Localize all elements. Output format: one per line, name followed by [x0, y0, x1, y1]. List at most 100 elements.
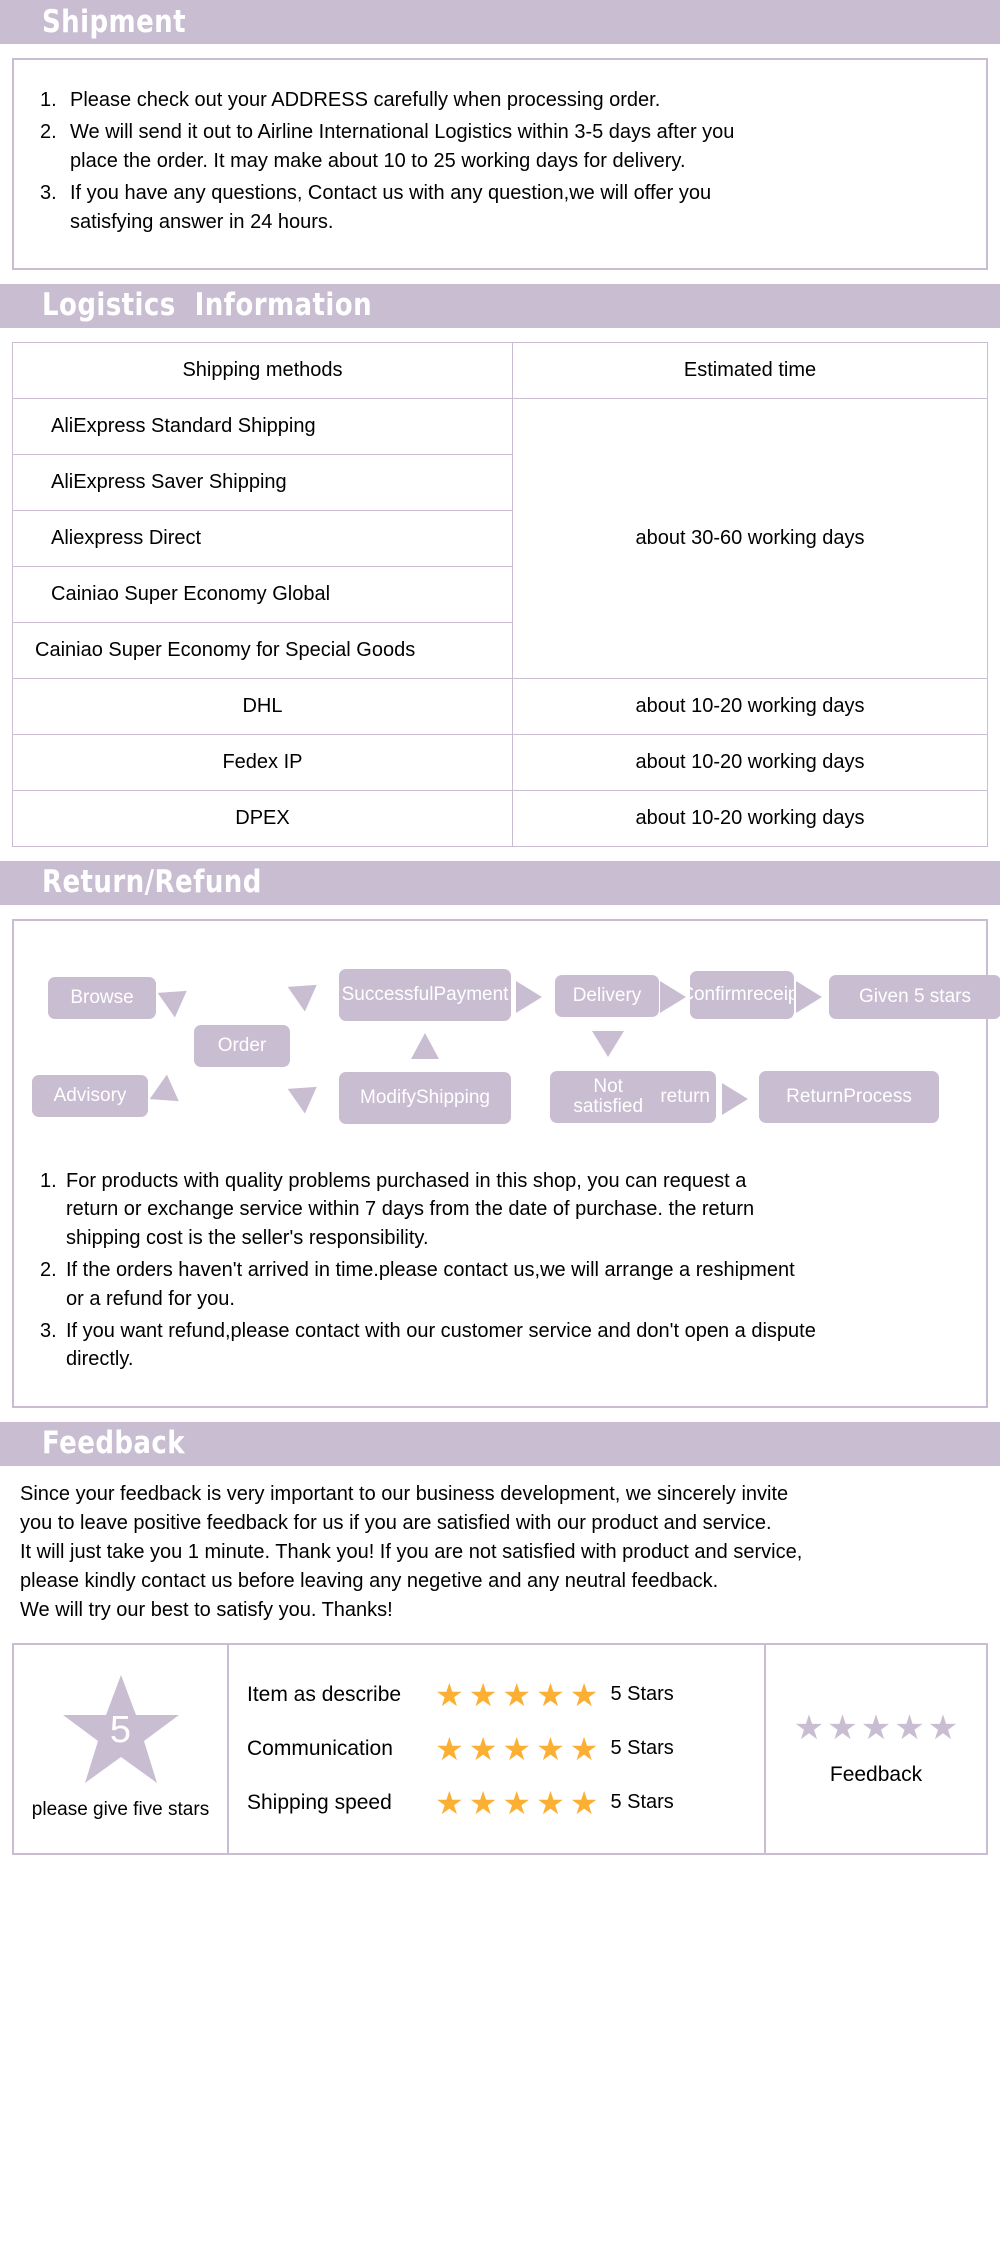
note-number: 1. — [40, 89, 57, 111]
arrow-advisory-to-order-icon — [149, 1074, 188, 1114]
rating-count: 5 Stars — [610, 1737, 674, 1760]
shipment-panel: 1.Please check out your ADDRESS carefull… — [12, 58, 988, 270]
star-icon[interactable]: ★ — [435, 1730, 464, 1767]
star-icon[interactable]: ★ — [468, 1784, 498, 1821]
return-notes-list: 1.For products with quality problems pur… — [14, 1141, 986, 1406]
arrow-browse-to-order-icon — [157, 978, 196, 1018]
arrow-confirm-to-stars-icon — [796, 980, 822, 1013]
rating-stars[interactable]: ★★★★★ — [435, 1787, 598, 1819]
feedback-banner: Feedback — [0, 1421, 1000, 1466]
feedback-summary-label: Feedback — [829, 1762, 923, 1786]
shipping-method-cell: Aliexpress Direct — [12, 509, 513, 567]
star-icon[interactable]: ★ — [860, 1708, 892, 1747]
note-number: 2. — [40, 1259, 57, 1282]
shipment-banner: Shipment — [0, 0, 1000, 44]
feedback-title: Feedback — [42, 1425, 186, 1462]
rating-label: Item as describe — [247, 1682, 402, 1706]
star-icon[interactable]: ★ — [536, 1730, 565, 1767]
note-line: For products with quality problems purch… — [66, 1169, 747, 1192]
rating-count: 5 Stars — [610, 1683, 674, 1706]
star-icon[interactable]: ★ — [569, 1730, 599, 1767]
flow-node-browse: Browse — [48, 976, 156, 1019]
arrow-delivery-to-notsatisfied-icon — [592, 1030, 624, 1057]
estimated-time-cell: about 10-20 working days — [512, 789, 988, 847]
flow-node-order: Order — [194, 1024, 290, 1067]
note-number: 3. — [40, 1319, 57, 1342]
shipping-method-cell: AliExpress Saver Shipping — [12, 453, 513, 511]
star-icon[interactable]: ★ — [435, 1784, 464, 1821]
star-icon[interactable]: ★ — [502, 1784, 532, 1821]
feedback-rating-box: 5 please give five stars Item as describ… — [12, 1642, 988, 1855]
star-icon[interactable]: ★ — [468, 1730, 498, 1767]
feedback-stars-outline: ★★★★★ — [794, 1711, 958, 1745]
feedback-paragraph-line: you to leave positive feedback for us if… — [20, 1511, 772, 1534]
feedback-paragraph-line: We will try our best to satisfy you. Tha… — [20, 1598, 393, 1621]
star-icon[interactable]: ★ — [827, 1708, 858, 1747]
feedback-paragraph: Since your feedback is very important to… — [14, 1480, 986, 1625]
arrow-delivery-to-confirm-icon — [660, 980, 686, 1013]
rating-stars[interactable]: ★★★★★ — [435, 1679, 598, 1711]
arrow-order-to-payment-icon — [287, 972, 326, 1012]
note-item: 3.If you have any questions, Contact us … — [40, 179, 964, 236]
note-line: We will send it out to Airline Internati… — [70, 121, 735, 144]
star-icon[interactable]: ★ — [502, 1676, 532, 1713]
note-item: 2.We will send it out to Airline Interna… — [40, 118, 964, 175]
note-line: If the orders haven't arrived in time.pl… — [66, 1259, 795, 1282]
shipment-title: Shipment — [42, 3, 187, 40]
note-item: 1.For products with quality problems pur… — [40, 1167, 964, 1252]
give-five-stars-cell: 5 please give five stars — [14, 1644, 229, 1853]
estimated-time-cell: about 10-20 working days — [512, 733, 988, 791]
note-item: 1.Please check out your ADDRESS carefull… — [40, 86, 964, 114]
note-line: or a refund for you. — [66, 1287, 235, 1310]
column-header: Shipping methods — [12, 341, 513, 399]
rating-row: Item as describe★★★★★5 Stars — [247, 1679, 754, 1711]
shipment-notes-list: 1.Please check out your ADDRESS carefull… — [14, 60, 986, 268]
shipping-method-cell: Fedex IP — [12, 733, 513, 791]
rating-row: Communication★★★★★5 Stars — [247, 1733, 754, 1765]
rating-label: Shipping speed — [247, 1790, 392, 1814]
note-item: 2. If the orders haven't arrived in time.… — [40, 1256, 964, 1313]
logistics-title: Logistics Information — [42, 287, 373, 324]
note-item: 3.If you want refund,please contact with… — [40, 1317, 964, 1374]
table-row: Cainiao Super Economy for Special Goods — [12, 621, 988, 679]
star-icon[interactable]: ★ — [569, 1676, 599, 1713]
star-icon[interactable]: ★ — [569, 1784, 599, 1821]
star-icon[interactable]: ★ — [435, 1676, 464, 1713]
star-icon[interactable]: ★ — [468, 1676, 498, 1713]
note-line: If you have any questions, Contact us wi… — [70, 182, 712, 205]
arrow-notsatisfied-to-return-icon — [722, 1082, 748, 1115]
shipping-method-cell: DPEX — [12, 789, 513, 847]
return-refund-title: Return/Refund — [42, 864, 262, 901]
star-icon[interactable]: ★ — [536, 1676, 565, 1713]
star-icon[interactable]: ★ — [927, 1708, 959, 1747]
rating-row: Shipping speed★★★★★5 Stars — [247, 1787, 754, 1819]
feedback-paragraph-line: It will just take you 1 minute. Thank yo… — [20, 1540, 803, 1563]
star-icon[interactable]: ★ — [536, 1784, 565, 1821]
give-five-stars-label: please give five stars — [31, 1798, 210, 1820]
star-icon[interactable]: ★ — [793, 1708, 825, 1747]
rating-stars[interactable]: ★★★★★ — [435, 1733, 598, 1765]
estimated-time-cell: about 30-60 working days — [512, 397, 988, 679]
star-icon[interactable]: ★ — [502, 1730, 532, 1767]
arrow-payment-to-delivery-icon — [516, 980, 542, 1013]
star-icon[interactable]: ★ — [894, 1708, 925, 1747]
table-row: Aliexpress Direct — [12, 509, 988, 567]
flow-node-delivery: Delivery — [555, 974, 659, 1017]
return-refund-banner: Return/Refund — [0, 860, 1000, 905]
shipping-method-cell: AliExpress Standard Shipping — [12, 397, 513, 455]
